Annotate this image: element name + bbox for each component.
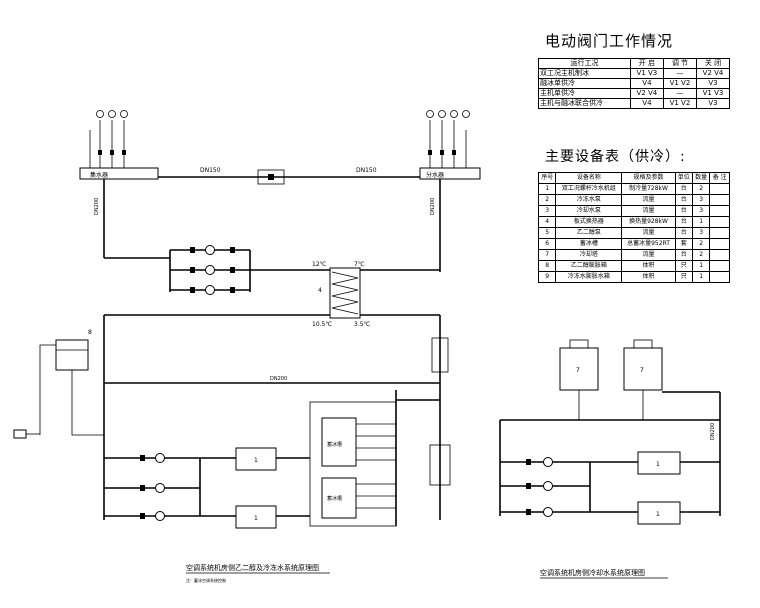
ice-storage-tank-2	[321, 477, 357, 519]
equipment-table-cell: 体积	[621, 271, 676, 283]
equipment-table-header-cell: 序号	[537, 172, 557, 184]
tank-makeup-pipe	[39, 344, 56, 435]
ice-storage-tank-1	[321, 417, 357, 467]
glycol-pump-rows	[104, 453, 236, 521]
tower-a-label: 7	[576, 367, 580, 374]
bypass-valve	[268, 174, 274, 180]
tank-connection-pipe	[71, 370, 104, 436]
pipe-dn200-mid: DN200	[270, 376, 287, 382]
cw-chiller-a	[637, 451, 681, 475]
temp-b1: 10.5℃	[312, 321, 332, 328]
cw-pump-rows	[500, 457, 638, 517]
pipe-dn150-right: DN150	[356, 167, 377, 174]
chiller-1a-label: 1	[254, 457, 258, 464]
equipment-table-cell: 3	[691, 194, 711, 206]
equipment-table-cell: 9	[537, 271, 557, 283]
chiller-1b-label: 1	[254, 515, 258, 522]
expansion-tank	[55, 339, 89, 371]
chilled-water-pumps	[170, 245, 250, 295]
cooling-tower-a	[559, 347, 599, 391]
storage-label-2: 蓄冰槽	[327, 495, 342, 502]
storage-label-1: 蓄冰槽	[327, 441, 342, 448]
tower-b-label: 7	[640, 367, 644, 374]
pipe-dn200-v1: DN200	[94, 198, 100, 215]
cw-chiller-b	[637, 501, 681, 525]
temp-in: 12℃	[312, 261, 327, 268]
collector-label: 集水器	[90, 171, 108, 179]
bypass-valve-box	[257, 169, 285, 185]
chiller-1b	[235, 505, 277, 529]
hx-label: 4	[318, 287, 322, 294]
hx-zigzag	[331, 271, 359, 315]
chiller-1a	[235, 447, 277, 471]
valve-table-title: 电动阀门工作情况	[545, 32, 674, 50]
equipment-table-header-row: 序号设备名称规格及参数单位数量备 注	[537, 172, 730, 184]
distributor-label: 分水器	[426, 171, 444, 179]
right-caption: 空调系统机房侧冷却水系统原理图	[540, 568, 645, 577]
equipment-table-cell: 1	[691, 271, 711, 283]
equipment-table-cell: 2	[691, 238, 711, 250]
temp-out: 7℃	[354, 261, 365, 268]
riser-valves	[98, 150, 456, 155]
cw-chiller-b-label: 1	[656, 511, 660, 518]
riser-tags	[96, 110, 470, 118]
cooling-tower-b	[623, 347, 663, 391]
pipe-dn150-left: DN150	[200, 167, 221, 174]
equipment-table-cell: 5	[537, 227, 557, 239]
left-caption: 空调系统机房侧乙二醇及冷冻水系统原理图	[186, 563, 319, 572]
cw-dn200-label: DN200	[710, 423, 716, 440]
temp-b2: 3.5℃	[354, 321, 371, 328]
makeup-inlet	[13, 429, 27, 439]
pipe-dn200-v2: DN200	[430, 198, 436, 215]
equipment-table-cell: 2	[691, 183, 711, 195]
pump-5-box	[431, 337, 449, 373]
collector-risers	[89, 120, 467, 168]
equipment-table-cell	[709, 271, 730, 283]
equipment-table-title: 主要设备表（供冷）:	[545, 149, 686, 165]
collector-header	[79, 167, 159, 180]
storage-branch-lines	[356, 423, 396, 509]
tank-label: 8	[88, 329, 92, 336]
distributor-header	[419, 167, 481, 180]
pump-rack-right	[429, 444, 451, 486]
cw-chiller-a-label: 1	[656, 461, 660, 468]
left-note-1: 注：蓄冰空调系统控制	[186, 577, 226, 583]
valve-table-cell: V3	[695, 98, 731, 109]
